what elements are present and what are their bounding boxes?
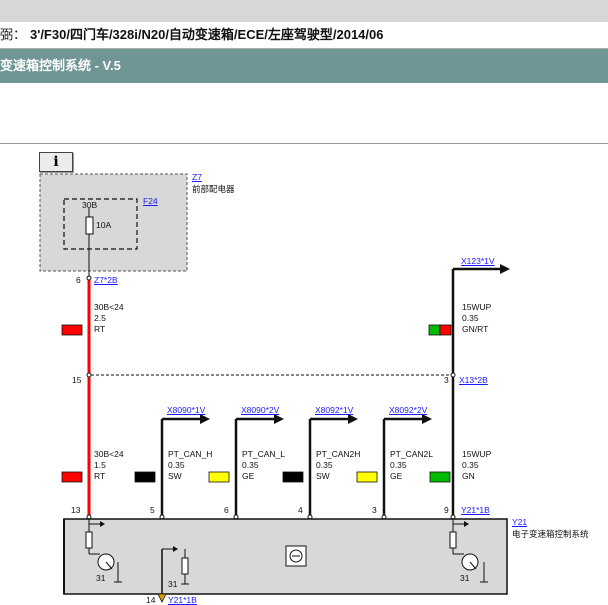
info-button[interactable]: i (39, 152, 73, 172)
swatch-green (428, 324, 441, 336)
diagram-svg (39, 173, 510, 603)
y21-pin-3: 3 (372, 505, 377, 515)
top-toolbar (0, 0, 608, 22)
x123-arrow (500, 264, 510, 274)
ground-label-left: 31 (96, 573, 106, 583)
right-bottom-color: GN (462, 471, 475, 481)
swatch-green-bottom (429, 471, 451, 483)
right-top-color: GN/RT (462, 324, 489, 334)
can3-size: 0.35 (316, 460, 333, 470)
f24-rating: 10A (96, 220, 112, 230)
swatch-black-1 (134, 471, 156, 483)
y21-pin-14: 14 (146, 595, 156, 605)
x13-pin-left: 15 (72, 375, 82, 385)
vehicle-path: 3'/F30/四门车/328i/N20/自动变速箱/ECE/左座驾驶型/2014… (30, 27, 384, 42)
z7-name: 前部配电器 (192, 184, 235, 194)
y21-pin-9: 9 (444, 505, 449, 515)
f24-box (63, 198, 138, 250)
can2-connector[interactable]: X8090*2V (241, 405, 280, 415)
can4-connector[interactable]: X8092*2V (389, 405, 428, 415)
y21-id[interactable]: Y21 (512, 517, 528, 527)
swatch-red-bottom (61, 471, 83, 483)
y21-pin-14-marker (157, 593, 167, 603)
fuse-symbol (85, 216, 94, 235)
can1-signal: PT_CAN_H (168, 449, 213, 459)
y21-connector[interactable]: Y21*1B (461, 505, 490, 515)
can3-connector[interactable]: X8092*1V (315, 405, 354, 415)
swatch-black-2 (282, 471, 304, 483)
y21-name: 电子变速箱控制系统 (512, 529, 589, 539)
x13-pin-right: 3 (444, 375, 449, 385)
y21-pin-6: 6 (224, 505, 229, 515)
left-bottom-color: RT (94, 471, 106, 481)
ground-label-right: 31 (460, 573, 470, 583)
ground-label-middle: 31 (168, 579, 178, 589)
can1-connector[interactable]: X8090*1V (167, 405, 206, 415)
right-bottom-signal: 15WUP (462, 449, 492, 459)
left-top-size: 2.5 (94, 313, 106, 323)
info-icon: i (53, 154, 59, 170)
can2-color: GE (242, 471, 255, 481)
blank-panel (0, 83, 608, 144)
f24-pin-label: 30B (82, 200, 98, 210)
can1-size: 0.35 (168, 460, 185, 470)
x123-connector[interactable]: X123*1V (461, 256, 495, 266)
swatch-red-top (61, 324, 83, 336)
can4-color: GE (390, 471, 403, 481)
right-top-signal: 15WUP (462, 302, 492, 312)
y21-pin-13: 13 (71, 505, 81, 515)
can1-color: SW (168, 471, 182, 481)
y21-bottom-connector[interactable]: Y21*1B (168, 595, 197, 605)
can4-size: 0.35 (390, 460, 407, 470)
left-bottom-signal: 30B<24 (94, 449, 124, 459)
z7-connector[interactable]: Z7*2B (94, 275, 118, 285)
can3-signal: PT_CAN2H (316, 449, 361, 459)
breadcrumb: 弼： 3'/F30/四门车/328i/N20/自动变速箱/ECE/左座驾驶型/2… (0, 22, 608, 49)
breadcrumb-prefix: 弼： (0, 27, 27, 42)
page-title-bar: 变速箱控制系统 - V.5 (0, 49, 608, 83)
page-title: 变速箱控制系统 - V.5 (0, 58, 121, 73)
f24-id[interactable]: F24 (143, 196, 158, 206)
can4-signal: PT_CAN2L (390, 449, 433, 459)
x13-connector[interactable]: X13*2B (459, 375, 488, 385)
left-bottom-size: 1.5 (94, 460, 106, 470)
can3-color: SW (316, 471, 330, 481)
can2-signal: PT_CAN_L (242, 449, 285, 459)
swatch-yellow-2 (356, 471, 378, 483)
z7-box (39, 173, 188, 272)
z7-id[interactable]: Z7 (192, 172, 202, 182)
swatch-red-stripe (439, 324, 452, 336)
z7-pin-number: 6 (76, 275, 81, 285)
y21-pin-4: 4 (298, 505, 303, 515)
wiring-diagram: i (0, 144, 608, 605)
right-bottom-size: 0.35 (462, 460, 479, 470)
left-top-signal: 30B<24 (94, 302, 124, 312)
left-top-color: RT (94, 324, 106, 334)
right-top-size: 0.35 (462, 313, 479, 323)
can2-size: 0.35 (242, 460, 259, 470)
swatch-yellow-1 (208, 471, 230, 483)
y21-pin-5: 5 (150, 505, 155, 515)
